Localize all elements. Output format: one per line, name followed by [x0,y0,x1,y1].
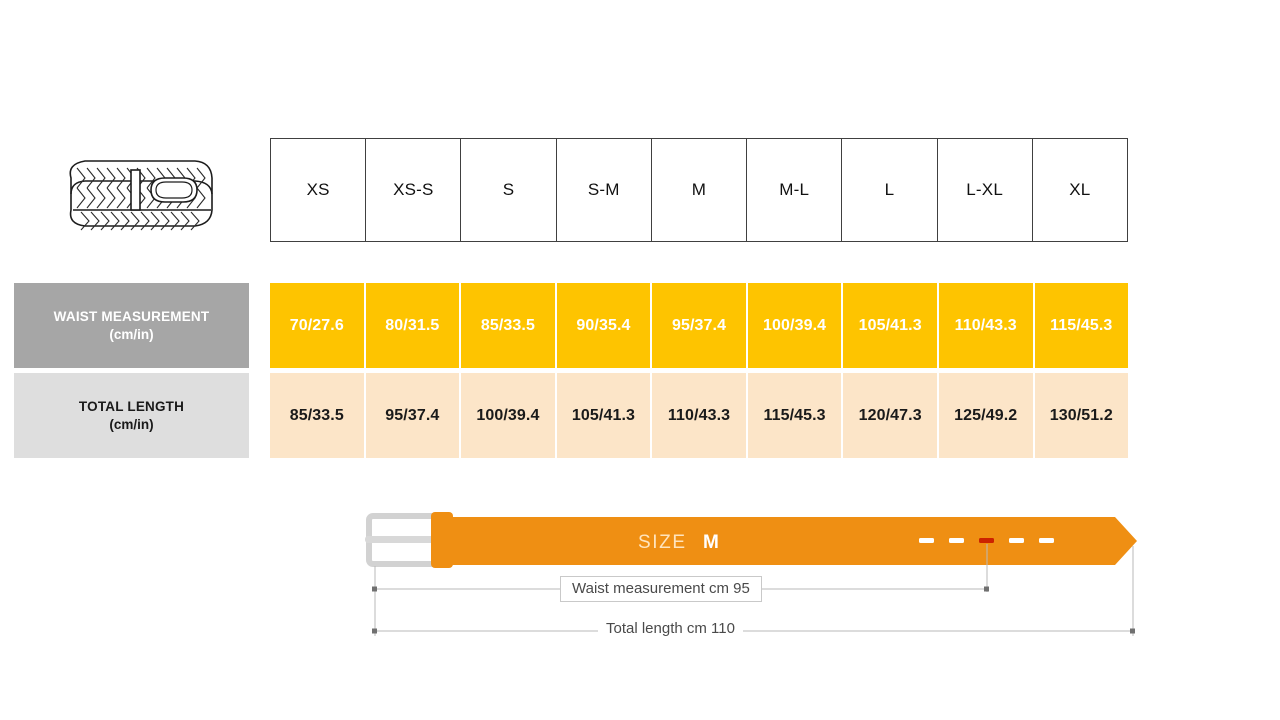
belt-size-value: M [703,532,719,553]
waist-cell-m-l: 100/39.4 [747,283,842,368]
length-cell-xl: 130/51.2 [1034,373,1129,458]
belt-keeper-loop [431,512,453,568]
belt-size-label: SIZE [638,532,687,553]
waist-measurement-row: WAIST MEASUREMENT (cm/in) 70/27.6 80/31.… [0,283,1280,368]
size-header-cell-l: L [842,139,938,241]
belt-measurement-diagram: SIZE M [355,500,1155,650]
waist-cell-s: 85/33.5 [461,283,555,368]
waist-label-main: WAIST MEASUREMENT [53,308,210,324]
size-header-cell-xl: XL [1033,139,1128,241]
length-cell-m: 110/43.3 [652,373,746,458]
length-cell-l: 120/47.3 [843,373,937,458]
length-cell-xs: 85/33.5 [270,373,364,458]
braided-belt-icon [69,160,213,231]
total-length-dimension-line [372,628,1135,634]
size-header-cell-m-l: M-L [747,139,843,241]
size-header-cell-s: S [461,139,557,241]
belt-hole-1 [949,538,964,543]
waist-cell-xs: 70/27.6 [270,283,364,368]
waist-label-unit: (cm/in) [109,326,154,342]
waist-value-cells: 70/27.6 80/31.5 85/33.5 90/35.4 95/37.4 … [270,283,1129,368]
length-cell-s: 100/39.4 [461,373,555,458]
total-length-label: TOTAL LENGTH (cm/in) [14,373,249,458]
total-length-label-unit: (cm/in) [109,416,154,432]
waist-cell-xl: 115/45.3 [1034,283,1129,368]
size-header-cell-s-m: S-M [557,139,652,241]
belt-diagram-svg: SIZE M [365,512,1137,636]
total-length-value-cells: 85/33.5 95/37.4 100/39.4 105/41.3 110/43… [270,373,1129,458]
total-length-dimension-text: Total length cm 110 [598,618,743,639]
total-length-label-main: TOTAL LENGTH [78,398,185,414]
size-header-cell-xs: XS [271,139,367,241]
size-header-cell-xs-s: XS-S [366,139,462,241]
size-header-row: XS XS-S S S-M M M-L L L-XL XL [270,138,1128,242]
waist-cell-l: 105/41.3 [843,283,937,368]
waist-dimension-text: Waist measurement cm 95 [560,576,762,602]
length-cell-l-xl: 125/49.2 [938,373,1033,458]
waist-measurement-label: WAIST MEASUREMENT (cm/in) [14,283,249,368]
belt-hole-2-highlighted [979,538,994,543]
size-header-cell-l-xl: L-XL [938,139,1033,241]
length-cell-s-m: 105/41.3 [556,373,651,458]
belt-hole-4 [1039,538,1054,543]
waist-cell-s-m: 90/35.4 [556,283,651,368]
braided-belt-illustration [55,148,225,240]
dimension-leader-lines [374,544,1134,636]
waist-cell-m: 95/37.4 [652,283,746,368]
total-length-row: TOTAL LENGTH (cm/in) 85/33.5 95/37.4 100… [0,373,1280,458]
size-header-cell-m: M [652,139,748,241]
length-cell-m-l: 115/45.3 [747,373,842,458]
length-cell-xs-s: 95/37.4 [365,373,460,458]
belt-hole-0 [919,538,934,543]
belt-strap-body [451,517,1137,565]
waist-cell-xs-s: 80/31.5 [365,283,460,368]
waist-cell-l-xl: 110/43.3 [938,283,1033,368]
belt-hole-3 [1009,538,1024,543]
